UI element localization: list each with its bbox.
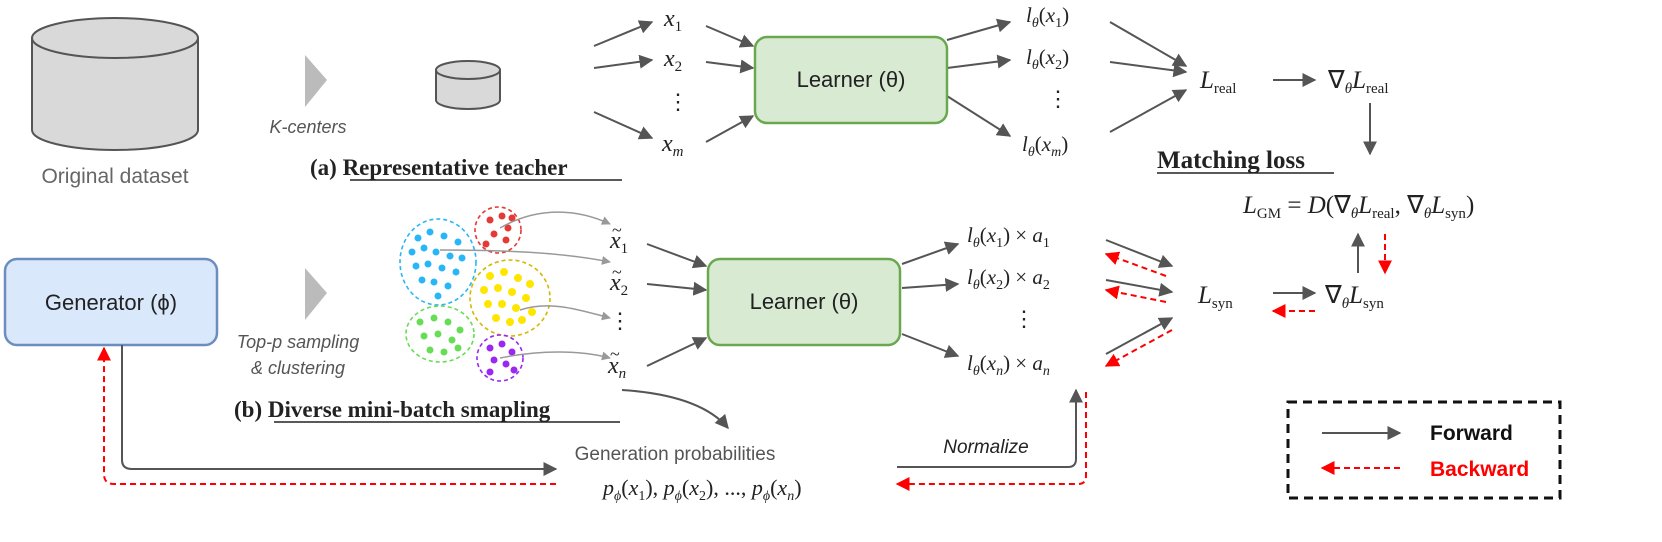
l-theta-xm-label: lθ(xm) <box>1022 132 1068 160</box>
chevron-icon-bottom <box>305 268 327 320</box>
legend-backward-label: Backward <box>1430 458 1529 481</box>
grad-l-real-label: ∇θLreal <box>1327 67 1389 97</box>
svg-text:~: ~ <box>612 220 622 240</box>
legend-forward-label: Forward <box>1430 422 1513 445</box>
l-gm-equation: LGM = D(∇θLreal, ∇θLsyn) <box>1242 192 1474 222</box>
vdots-l: ⋮ <box>1047 86 1069 111</box>
tilde-x1-label: x1 <box>609 228 628 257</box>
svg-text:~: ~ <box>610 344 620 364</box>
section-b-heading: (b) Diverse mini-batch smapling <box>234 397 551 422</box>
original-dataset-cylinder <box>31 17 199 151</box>
generator-box <box>3 257 219 347</box>
x1-label: x1 <box>663 6 682 35</box>
cluster-blue <box>399 218 477 306</box>
original-dataset-label: Original dataset <box>41 165 188 188</box>
cluster-yellow <box>469 259 551 337</box>
normalize-label: Normalize <box>943 437 1029 458</box>
learner-label-bottom: Learner (θ) <box>750 289 859 314</box>
vdots-x: ⋮ <box>667 89 689 114</box>
generation-probabilities-formula: pϕ(x1), pϕ(x2), ..., pϕ(xn) <box>601 475 802 504</box>
tilde-xn-label: xn <box>607 353 626 382</box>
learner-box-top <box>753 35 949 125</box>
l-theta-x1-label: lθ(x1) <box>1026 3 1069 31</box>
matching-loss-heading: Matching loss <box>1157 147 1305 174</box>
generation-probabilities-label: Generation probabilities <box>575 444 776 465</box>
k-centers-label: K-centers <box>269 117 346 137</box>
chevron-icon-top <box>305 55 327 107</box>
svg-text:~: ~ <box>612 262 622 282</box>
section-a-heading: (a) Representative teacher <box>310 155 568 180</box>
l-real-label: Lreal <box>1199 67 1236 97</box>
grad-l-syn-label: ∇θLsyn <box>1324 282 1384 312</box>
coreset-cylinder <box>435 60 501 110</box>
tilde-x2-label: x2 <box>609 270 628 299</box>
l-theta-tx1-a1-label: lθ(x1) × a1 <box>967 223 1050 251</box>
l-theta-txn-an-label: lθ(xn) × an <box>967 351 1050 379</box>
legend-box <box>1286 400 1562 500</box>
l-theta-tx2-a2-label: lθ(x2) × a2 <box>967 265 1050 293</box>
clustering-label: & clustering <box>251 358 345 378</box>
cluster-green <box>405 305 475 363</box>
top-p-label: Top-p sampling <box>237 332 359 352</box>
l-theta-x2-label: lθ(x2) <box>1026 45 1069 73</box>
l-syn-label: Lsyn <box>1197 282 1233 312</box>
learner-box-bottom <box>706 257 902 347</box>
vdots-lt: ⋮ <box>1013 306 1035 331</box>
learner-label-top: Learner (θ) <box>797 67 906 92</box>
cluster-red <box>474 206 522 254</box>
generator-label: Generator (ϕ) <box>45 290 177 315</box>
x2-label: x2 <box>663 46 682 75</box>
vdots-tx: ⋮ <box>609 308 631 333</box>
xm-label: xm <box>661 131 684 160</box>
cluster-purple <box>476 334 524 382</box>
